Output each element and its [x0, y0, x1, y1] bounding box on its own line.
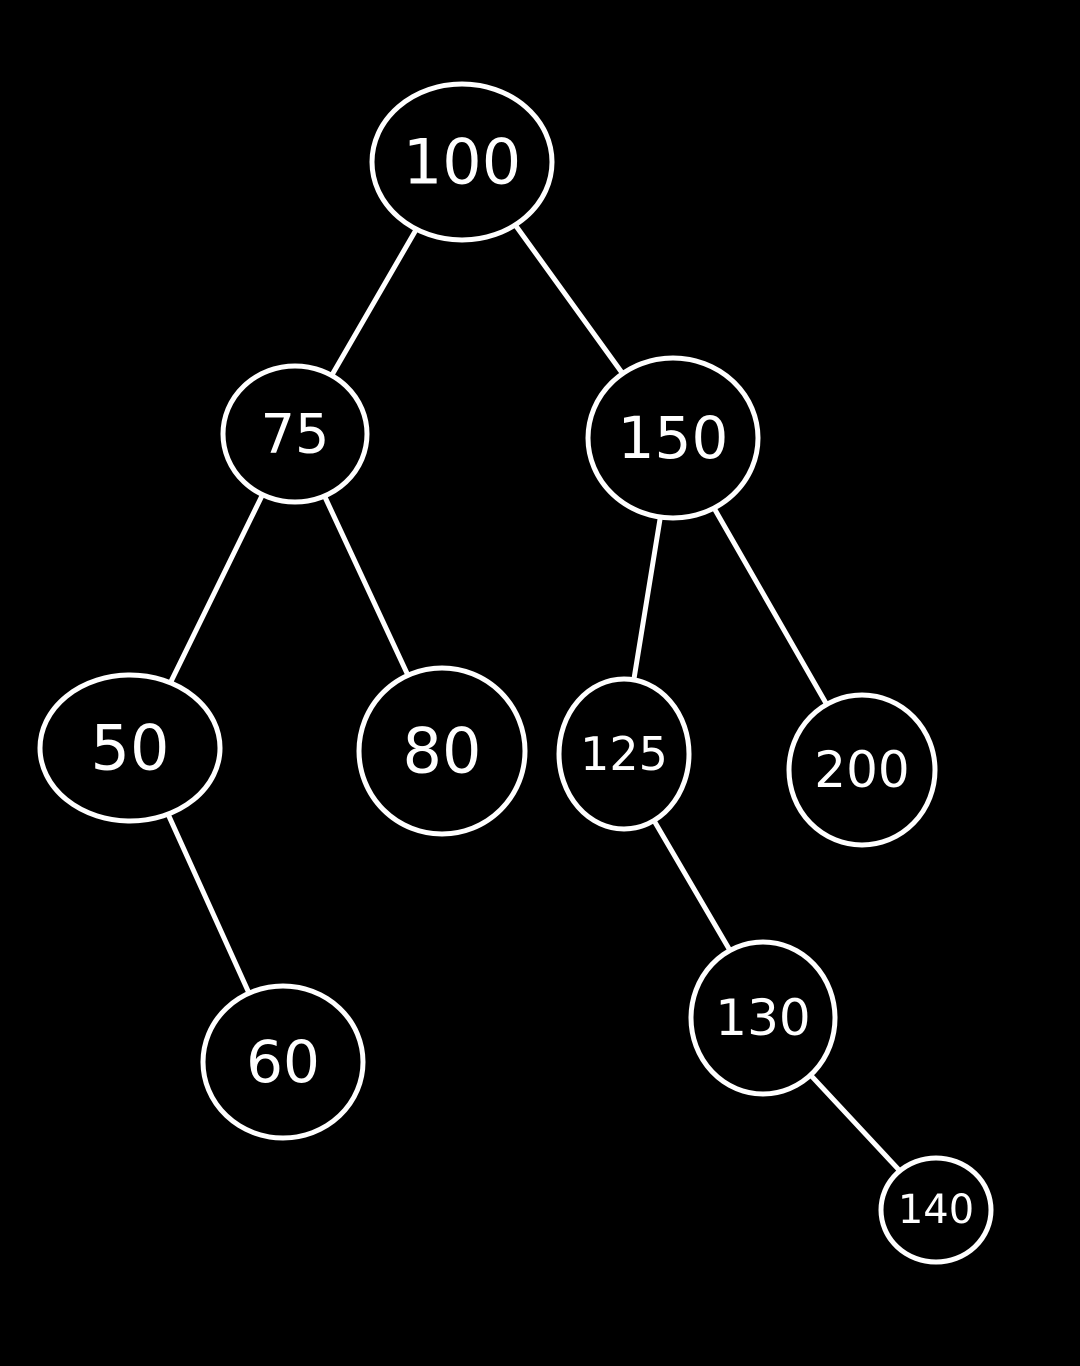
node-140: 140	[878, 1155, 994, 1265]
edge-125-130	[649, 814, 735, 957]
node-label: 60	[246, 1028, 320, 1096]
node-circle	[556, 676, 692, 832]
edge-100-150	[509, 218, 628, 381]
node-80: 80	[356, 665, 528, 837]
node-label: 130	[715, 989, 810, 1047]
node-label: 50	[91, 712, 170, 785]
tree-edges	[163, 218, 905, 1176]
node-circle	[356, 665, 528, 837]
edge-75-80	[320, 490, 413, 682]
edge-50-60	[163, 807, 254, 1000]
node-circle	[200, 983, 366, 1141]
node-label: 75	[261, 403, 330, 466]
node-200: 200	[786, 692, 938, 848]
tree-nodes: 100 75 150 50 80 125 200 60	[37, 81, 994, 1265]
node-circle	[37, 672, 223, 824]
node-label: 80	[403, 715, 482, 788]
node-circle	[688, 939, 838, 1097]
node-150: 150	[585, 355, 761, 521]
node-label: 150	[618, 404, 729, 472]
node-label: 140	[898, 1187, 974, 1233]
edge-150-200	[709, 501, 832, 711]
node-60: 60	[200, 983, 366, 1141]
node-50: 50	[37, 672, 223, 824]
node-circle	[786, 692, 938, 848]
node-75: 75	[220, 363, 370, 505]
node-label: 200	[814, 741, 909, 799]
edge-130-140	[804, 1069, 905, 1176]
node-label: 100	[403, 126, 521, 199]
node-100: 100	[369, 81, 555, 243]
edge-75-50	[166, 488, 267, 690]
node-130: 130	[688, 939, 838, 1097]
edge-100-75	[327, 222, 422, 382]
node-circle	[369, 81, 555, 243]
node-label: 125	[580, 727, 668, 781]
node-circle	[585, 355, 761, 521]
node-125: 125	[556, 676, 692, 832]
edge-150-125	[630, 510, 664, 687]
node-circle	[220, 363, 370, 505]
node-circle	[878, 1155, 994, 1265]
